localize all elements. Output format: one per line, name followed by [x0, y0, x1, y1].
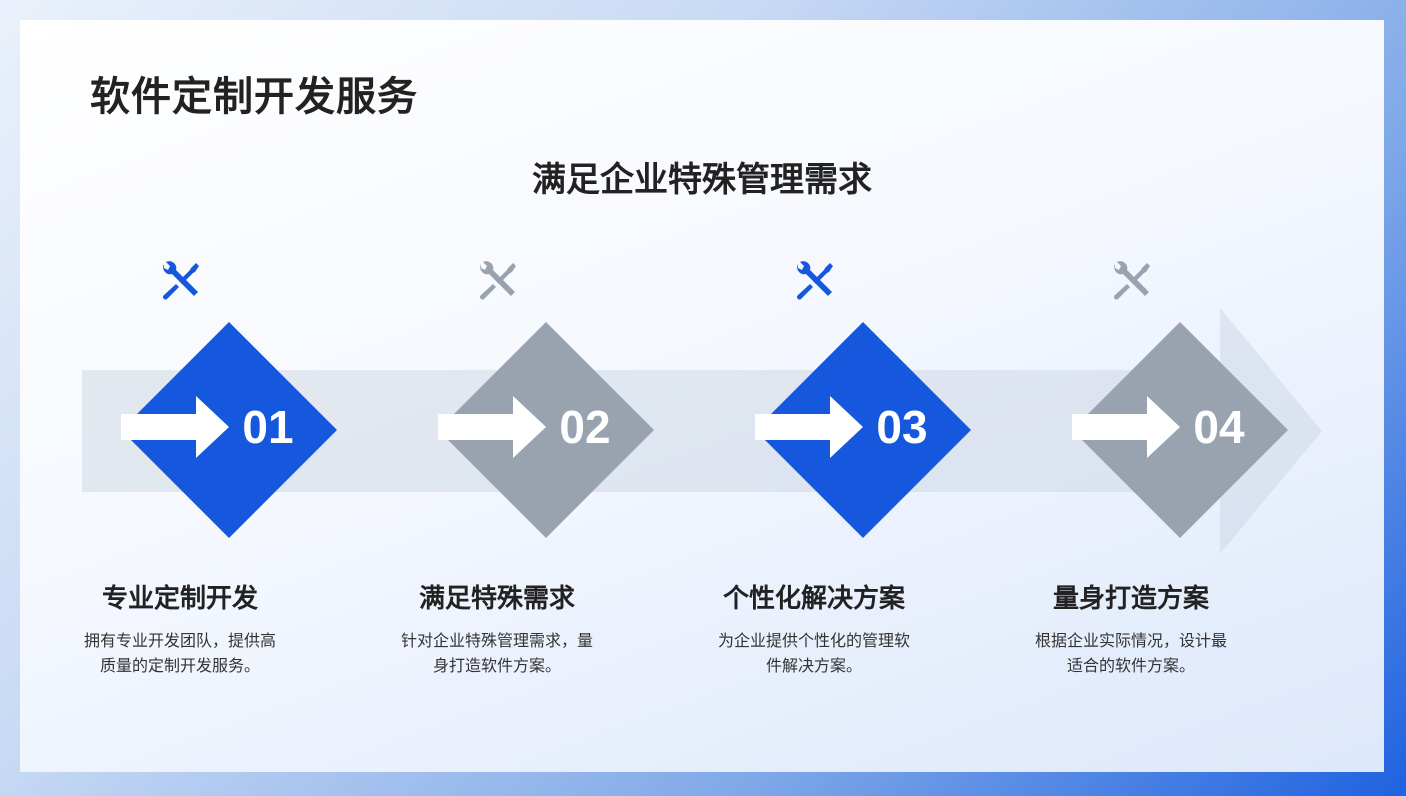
step-2: 02 满足特殊需求 针对企业特殊管理需求，量身打造软件方案。	[337, 260, 657, 675]
step-heading: 专业定制开发	[101, 584, 258, 614]
wrench-screwdriver-icon	[1114, 261, 1150, 300]
wrench-screwdriver-icon	[797, 261, 833, 300]
step-number: 01	[242, 401, 294, 453]
wrench-screwdriver-icon	[480, 261, 516, 300]
step-description: 根据企业实际情况，设计最适合的软件方案。	[1034, 631, 1227, 675]
arrow-right-icon	[755, 396, 863, 458]
step-3: 03 个性化解决方案 为企业提供个性化的管理软件解决方案。	[654, 260, 974, 675]
step-number: 03	[876, 401, 928, 453]
step-4: 04 量身打造方案 根据企业实际情况，设计最适合的软件方案。	[971, 260, 1291, 675]
arrow-right-icon	[438, 396, 546, 458]
arrow-right-icon	[121, 396, 229, 458]
step-description: 为企业提供个性化的管理软件解决方案。	[717, 631, 910, 675]
step-description: 针对企业特殊管理需求，量身打造软件方案。	[400, 631, 593, 675]
step-heading: 个性化解决方案	[722, 584, 905, 614]
page-title: 软件定制开发服务	[90, 74, 418, 120]
arrow-right-icon	[1072, 396, 1180, 458]
step-number: 04	[1193, 401, 1245, 453]
step-number: 02	[559, 401, 611, 453]
step-heading: 量身打造方案	[1052, 584, 1209, 614]
page-subtitle: 满足企业特殊管理需求	[532, 160, 872, 200]
step-heading: 满足特殊需求	[418, 584, 575, 614]
step-description: 拥有专业开发团队，提供高质量的定制开发服务。	[83, 631, 276, 675]
slide: 软件定制开发服务 满足企业特殊管理需求 01 专业定制开发 拥有专业开发团队，提…	[20, 20, 1384, 772]
step-1: 01 专业定制开发 拥有专业开发团队，提供高质量的定制开发服务。	[20, 260, 340, 675]
wrench-screwdriver-icon	[163, 261, 199, 300]
